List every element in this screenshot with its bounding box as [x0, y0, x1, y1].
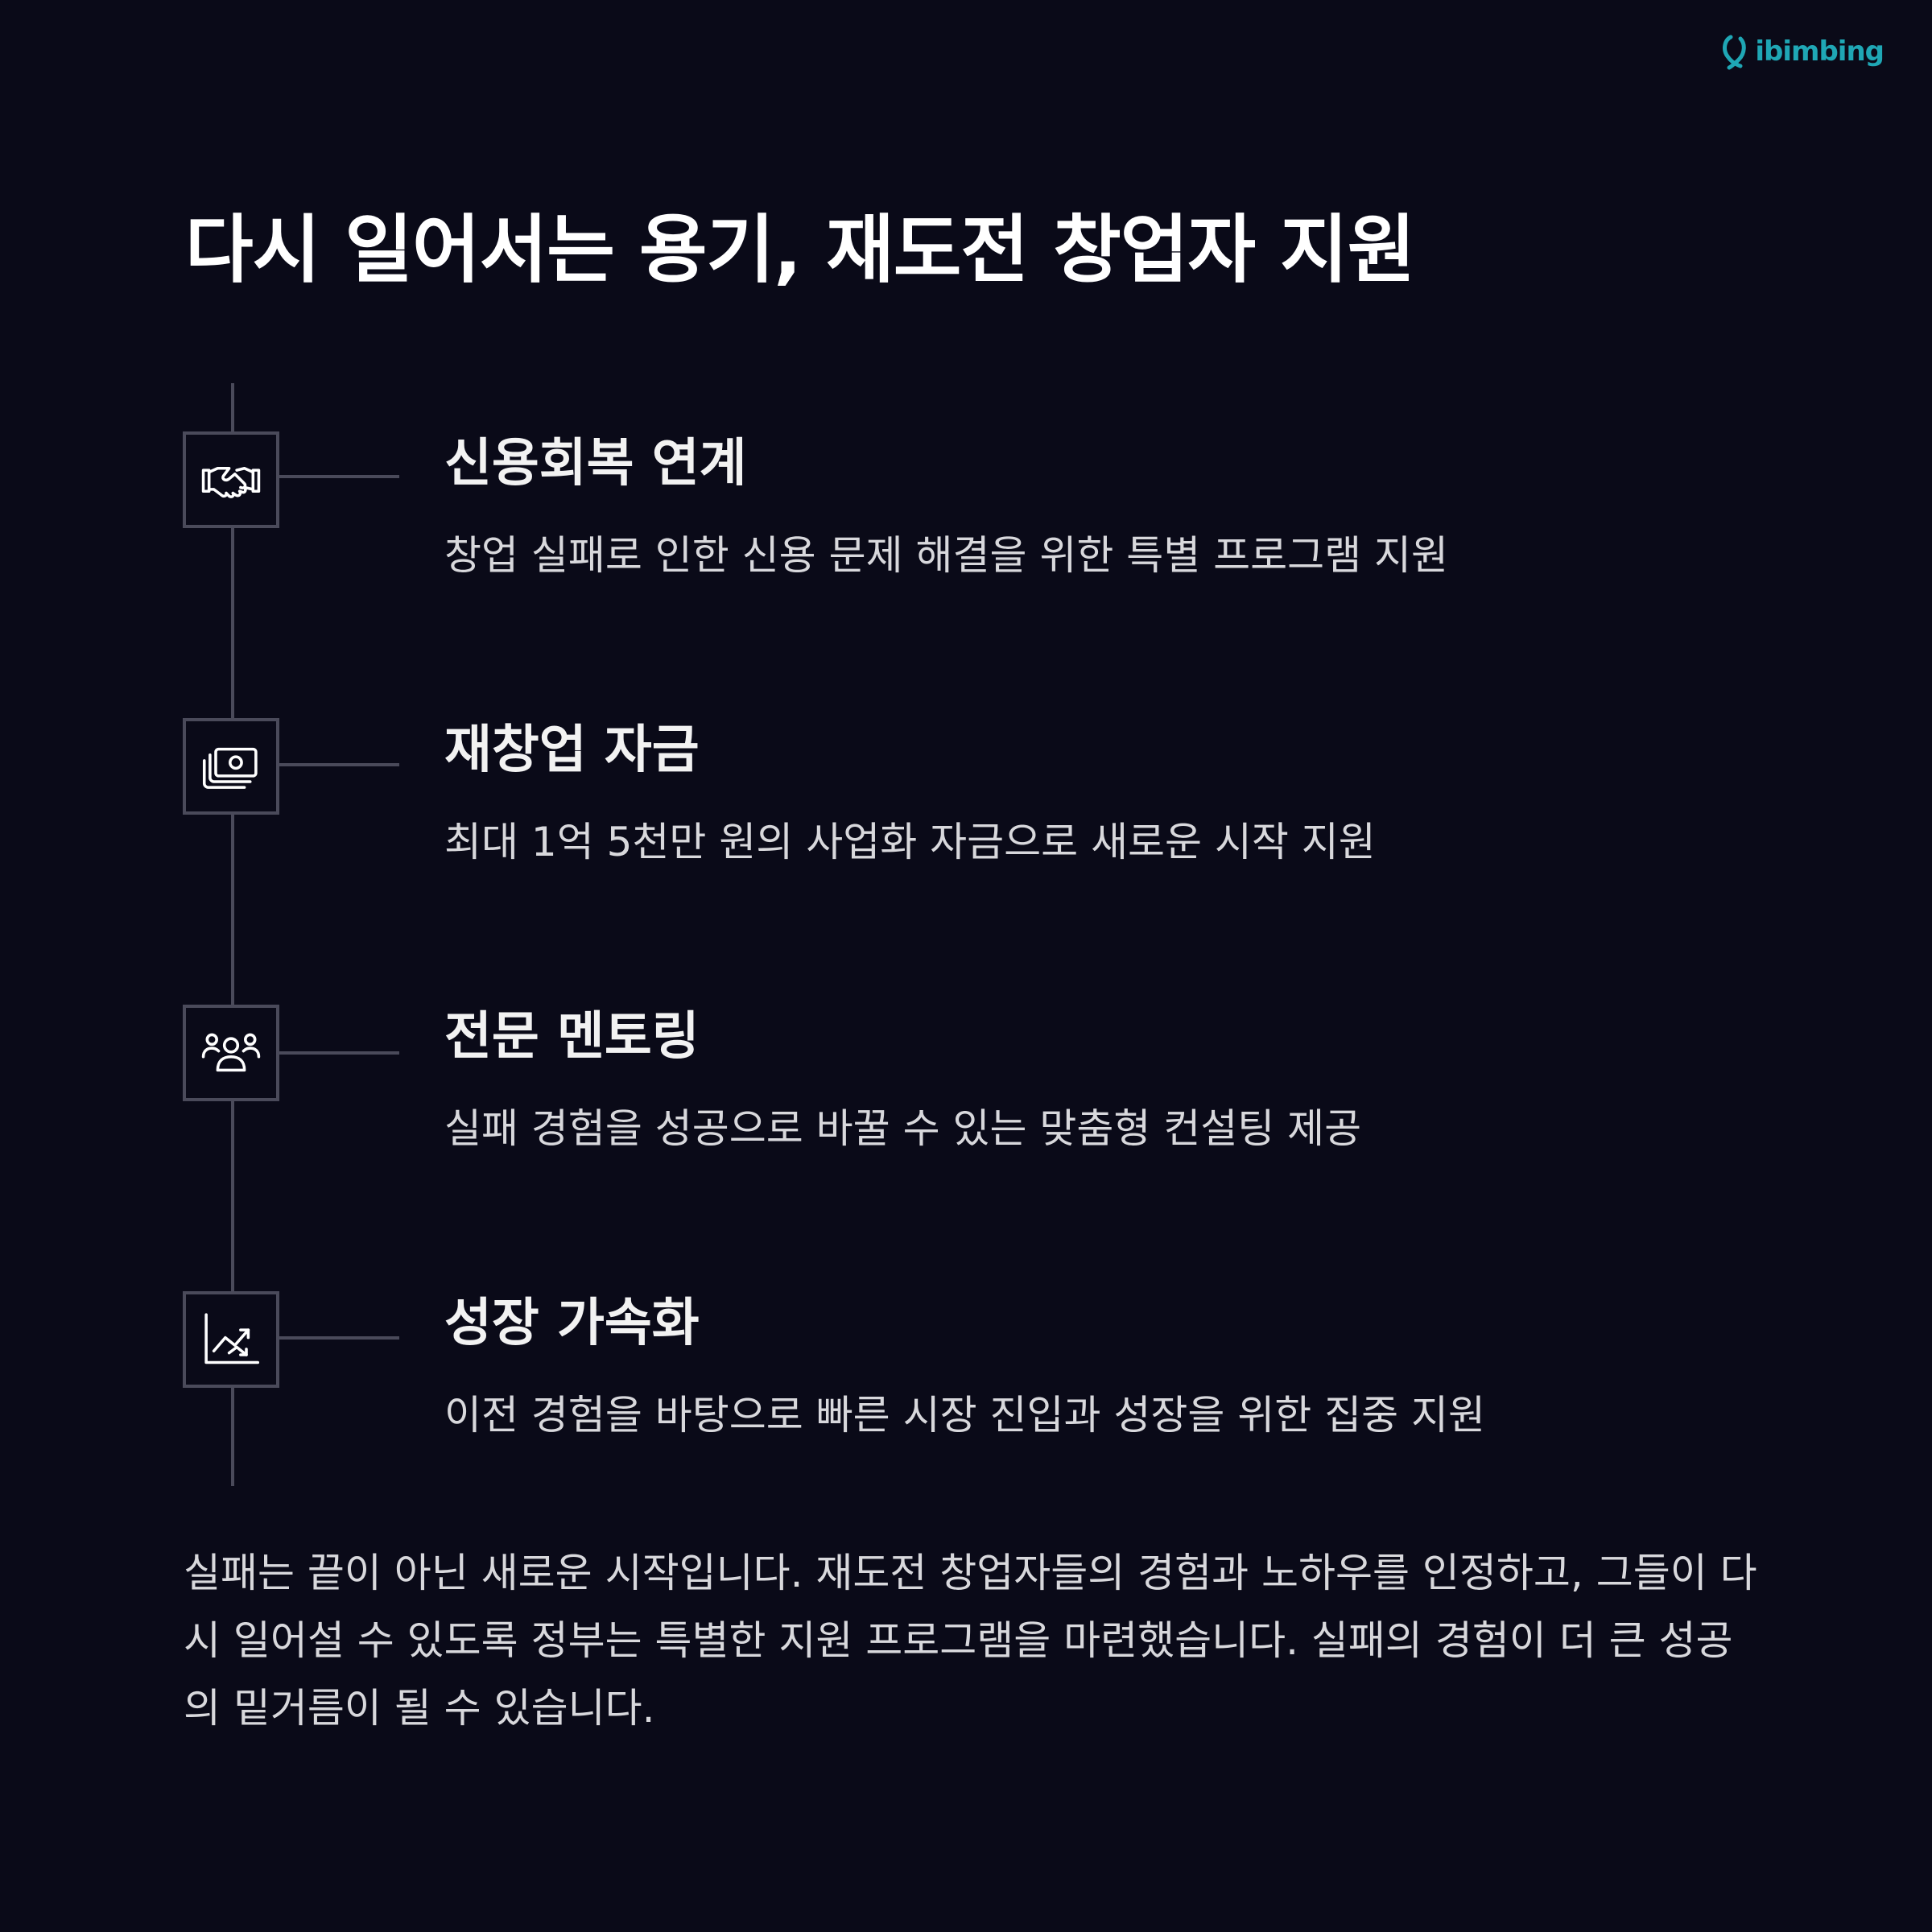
item-title-restart-fund: 재창업 자금: [444, 720, 700, 780]
users-icon-box: [183, 1005, 279, 1101]
growth-chart-icon: [204, 1313, 260, 1364]
handshake-icon-box: [183, 431, 279, 528]
item-desc-growth: 이전 경험을 바탕으로 빠른 시장 진입과 성장을 위한 집중 지원: [444, 1392, 1486, 1439]
money-icon-box: [183, 718, 279, 815]
item-title-growth: 성장 가속화: [444, 1294, 700, 1353]
handshake-icon: [201, 466, 261, 498]
timeline-line: [231, 383, 234, 1486]
connector-line: [276, 1336, 399, 1340]
money-icon: [202, 747, 258, 789]
page-title: 다시 일어서는 용기, 재도전 창업자 지원: [185, 207, 1415, 293]
item-title-credit-recovery: 신용회복 연계: [444, 434, 747, 493]
growth-chart-icon-box: [183, 1291, 279, 1388]
item-desc-credit-recovery: 창업 실패로 인한 신용 문제 해결을 위한 특별 프로그램 지원: [444, 532, 1449, 579]
brand-logo: ibimbing: [1719, 32, 1885, 71]
brand-name: ibimbing: [1755, 35, 1885, 68]
item-desc-restart-fund: 최대 1억 5천만 원의 사업화 자금으로 새로운 시작 지원: [444, 819, 1376, 865]
users-icon: [201, 1033, 261, 1072]
item-title-mentoring: 전문 멘토링: [444, 1007, 700, 1067]
ibimbing-logo-icon: [1723, 35, 1747, 70]
footer-paragraph: 실패는 끝이 아닌 새로운 시작입니다. 재도전 창업자들의 경험과 노하우를 …: [184, 1550, 1757, 1732]
connector-line: [276, 1051, 399, 1055]
item-desc-mentoring: 실패 경험을 성공으로 바꿀 수 있는 맞춤형 컨설팅 제공: [444, 1105, 1362, 1152]
connector-line: [276, 763, 399, 766]
connector-line: [276, 475, 399, 478]
